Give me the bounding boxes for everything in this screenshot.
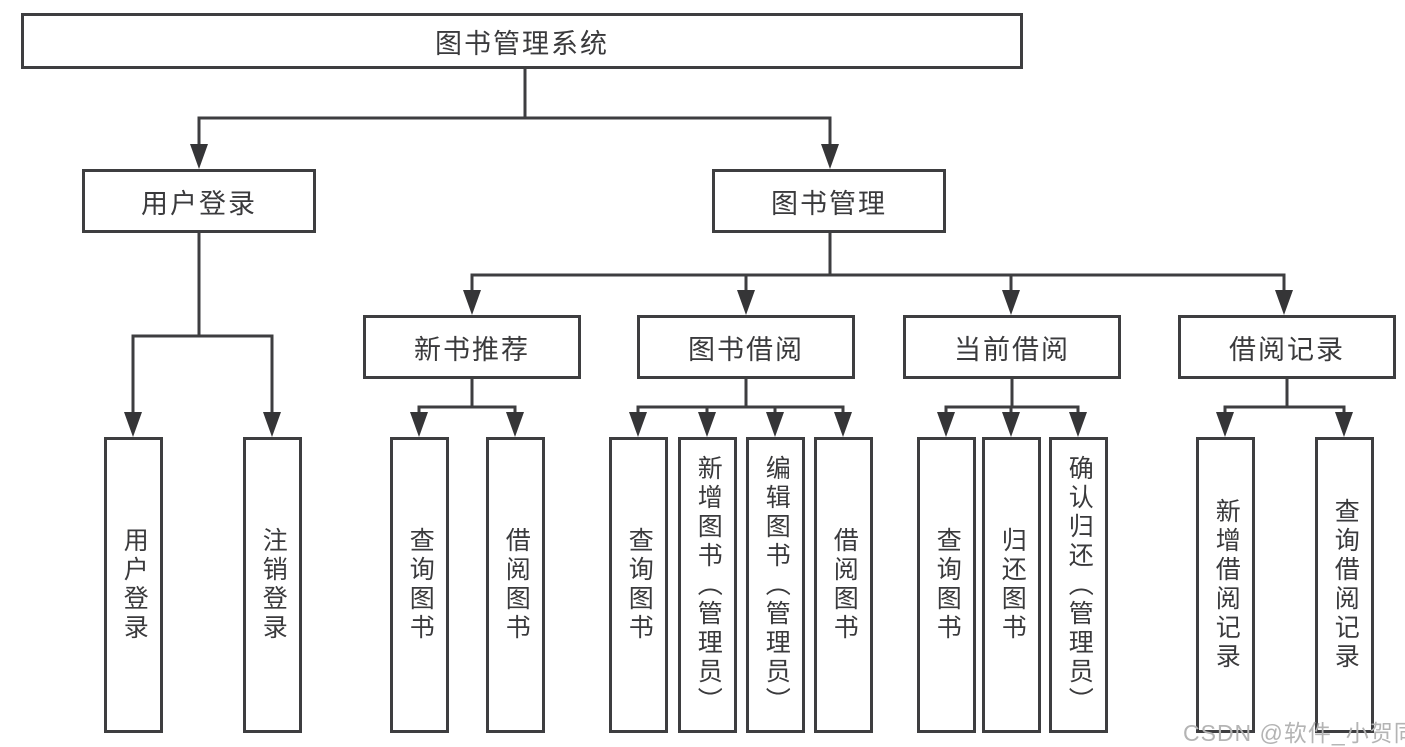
arrow-down-icon — [1069, 412, 1087, 437]
node-root: 图书管理系统 — [21, 13, 1023, 69]
arrow-down-icon — [506, 412, 524, 437]
arrow-down-icon — [1216, 412, 1234, 437]
arrow-down-icon — [1275, 290, 1293, 315]
arrow-down-icon — [410, 412, 428, 437]
arrow-down-icon — [834, 412, 852, 437]
leaf-add-borrow-record-label: 新增借阅记录 — [1212, 498, 1241, 672]
leaf-return-books-label: 归还图书 — [998, 527, 1027, 643]
leaf-confirm-return-admin-label: 确认归还（管理员） — [1065, 454, 1094, 716]
leaf-logout: 注销登录 — [243, 437, 302, 733]
node-current-borrow-label: 当前借阅 — [954, 334, 1070, 365]
arrow-down-icon — [737, 290, 755, 315]
node-borrow-records-label: 借阅记录 — [1229, 334, 1345, 365]
leaf-current-query-books: 查询图书 — [917, 437, 976, 733]
arrow-down-icon — [1335, 412, 1353, 437]
arrow-down-icon — [190, 144, 208, 169]
leaf-query-borrow-record-label: 查询借阅记录 — [1331, 498, 1360, 672]
leaf-user-login-label: 用户登录 — [120, 527, 149, 643]
leaf-edit-books-admin-label: 编辑图书（管理员） — [762, 454, 791, 716]
leaf-edit-books-admin: 编辑图书（管理员） — [746, 437, 805, 733]
leaf-user-login: 用户登录 — [104, 437, 163, 733]
leaf-borrow-books-label: 借阅图书 — [830, 527, 859, 643]
node-book-management: 图书管理 — [712, 169, 946, 233]
node-book-management-label: 图书管理 — [771, 188, 887, 219]
node-borrow-records: 借阅记录 — [1178, 315, 1396, 379]
arrow-down-icon — [937, 412, 955, 437]
arrow-down-icon — [124, 412, 142, 437]
node-book-borrow: 图书借阅 — [637, 315, 855, 379]
arrow-down-icon — [629, 412, 647, 437]
node-root-label: 图书管理系统 — [435, 28, 609, 59]
leaf-current-query-books-label: 查询图书 — [933, 527, 962, 643]
leaf-borrow-query-books-label: 查询图书 — [625, 527, 654, 643]
arrow-down-icon — [463, 290, 481, 315]
leaf-borrow-books: 借阅图书 — [814, 437, 873, 733]
leaf-return-books: 归还图书 — [982, 437, 1041, 733]
node-user-login: 用户登录 — [82, 169, 316, 233]
arrow-down-icon — [263, 412, 281, 437]
leaf-add-books-admin-label: 新增图书（管理员） — [694, 454, 723, 716]
arrowheads — [124, 144, 1353, 437]
leaf-newbooks-borrow-books: 借阅图书 — [486, 437, 545, 733]
leaf-add-books-admin: 新增图书（管理员） — [678, 437, 737, 733]
leaf-confirm-return-admin: 确认归还（管理员） — [1049, 437, 1108, 733]
leaf-add-borrow-record: 新增借阅记录 — [1196, 437, 1255, 733]
leaf-newbooks-query-books-label: 查询图书 — [406, 527, 435, 643]
node-book-borrow-label: 图书借阅 — [688, 334, 804, 365]
leaf-newbooks-borrow-books-label: 借阅图书 — [502, 527, 531, 643]
node-new-book-recommend: 新书推荐 — [363, 315, 581, 379]
leaf-query-borrow-record: 查询借阅记录 — [1315, 437, 1374, 733]
arrow-down-icon — [698, 412, 716, 437]
leaf-newbooks-query-books: 查询图书 — [390, 437, 449, 733]
csdn-watermark: CSDN @软件_小贺同学 — [1183, 720, 1405, 746]
node-current-borrow: 当前借阅 — [903, 315, 1121, 379]
arrow-down-icon — [1002, 290, 1020, 315]
leaf-logout-label: 注销登录 — [259, 527, 288, 643]
node-user-login-label: 用户登录 — [141, 188, 257, 219]
arrow-down-icon — [821, 144, 839, 169]
arrow-down-icon — [1002, 412, 1020, 437]
arrow-down-icon — [766, 412, 784, 437]
leaf-borrow-query-books: 查询图书 — [609, 437, 668, 733]
node-new-book-recommend-label: 新书推荐 — [414, 334, 530, 365]
